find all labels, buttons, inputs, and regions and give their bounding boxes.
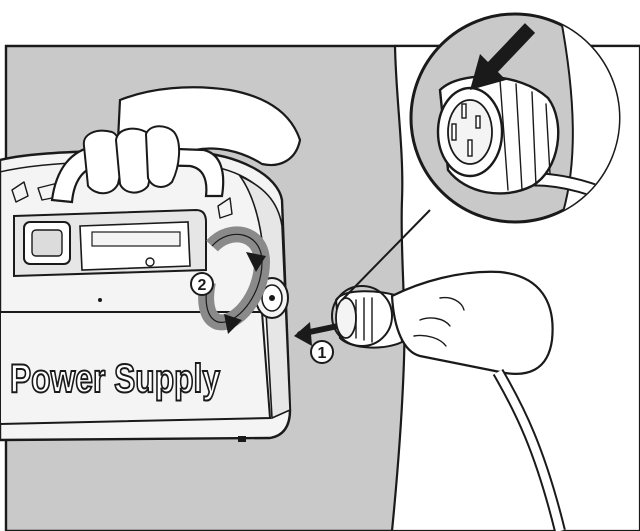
zoom-plug-body [436, 75, 560, 195]
zoom-target-circle [331, 285, 393, 347]
zoom-pointer-line [341, 209, 431, 301]
power-supply-label: Power Supply [10, 357, 221, 401]
left-hand-fingers [82, 125, 180, 195]
control-panel [13, 208, 207, 278]
zoom-arrow [470, 23, 536, 90]
step-1-badge: 1 [310, 340, 334, 364]
zoom-detail [409, 12, 621, 224]
power-cable [492, 368, 566, 531]
step-1-number: 1 [318, 345, 327, 362]
insert-arrow [294, 322, 341, 346]
step-2-number: 2 [198, 277, 207, 294]
power-supply-unit [0, 149, 292, 442]
rotate-arrow [198, 226, 271, 334]
right-hand [390, 270, 554, 375]
step-2-badge: 2 [190, 272, 214, 296]
